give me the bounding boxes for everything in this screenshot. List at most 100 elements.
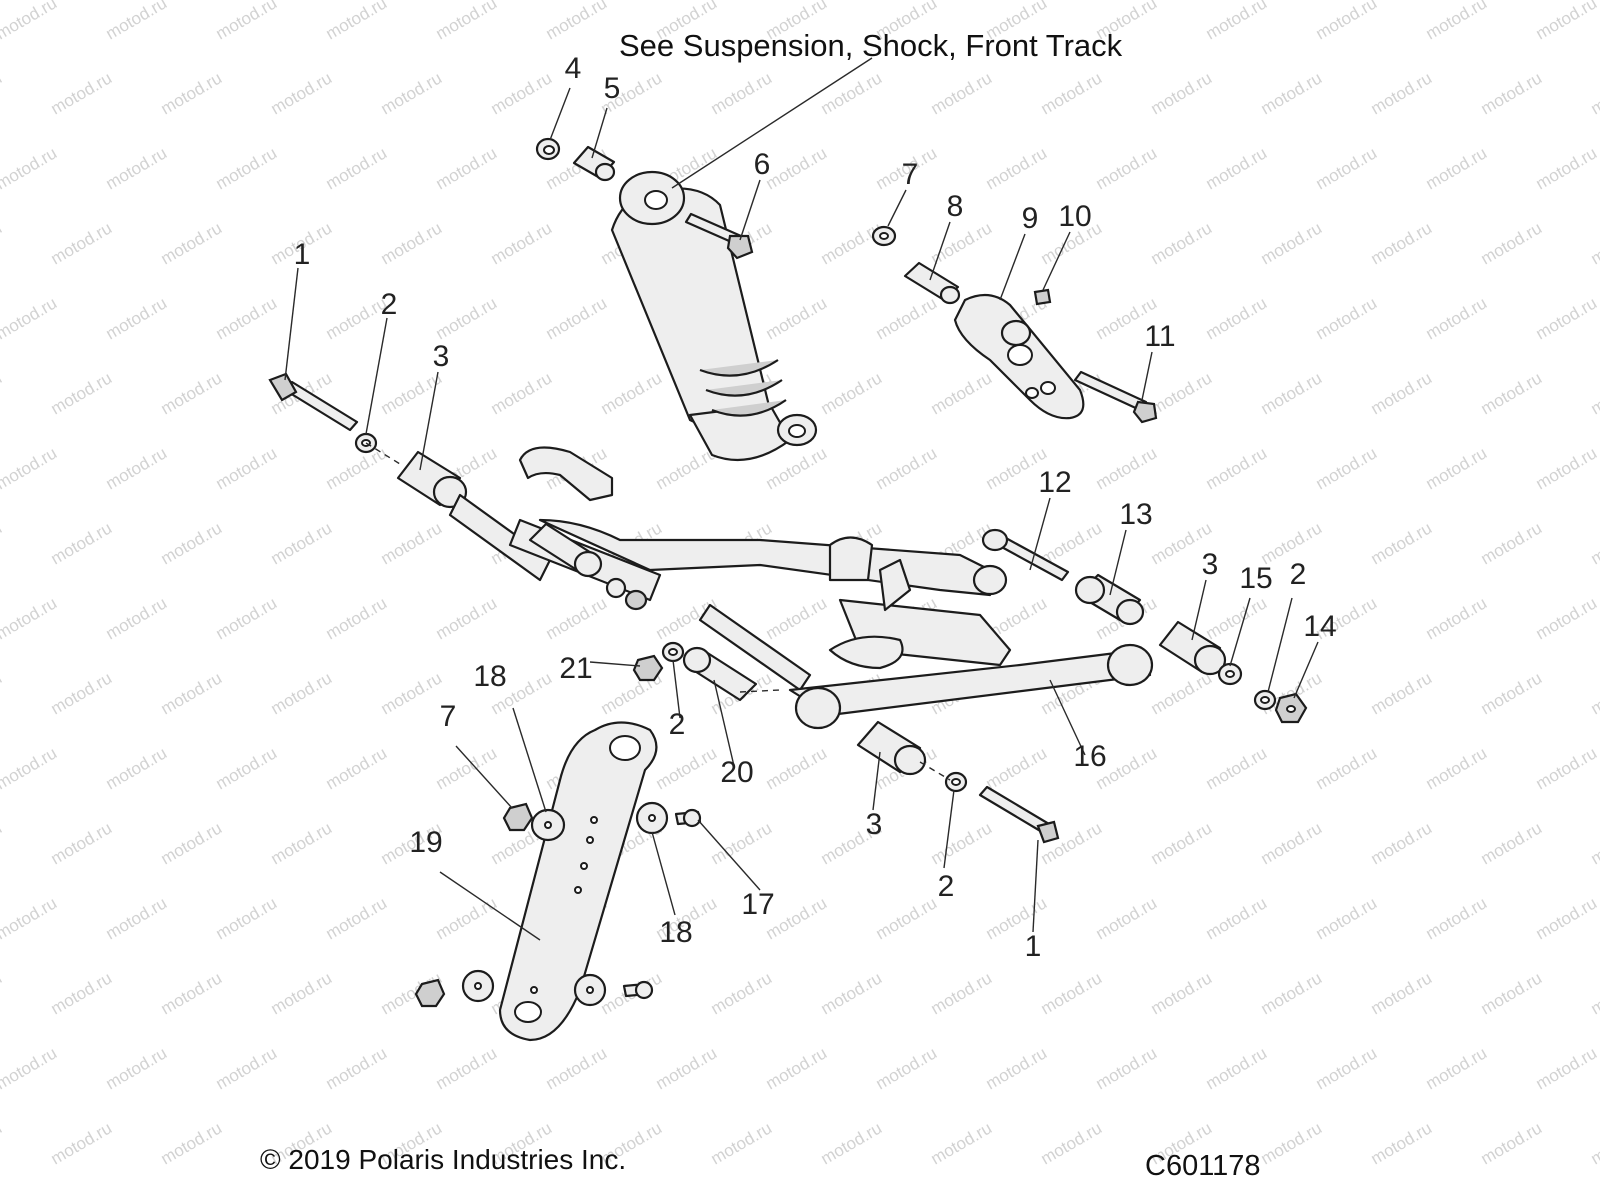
watermark-text: motod.ru	[1148, 818, 1216, 868]
watermark-text: motod.ru	[1478, 68, 1546, 118]
watermark-text: motod.ru	[1368, 968, 1436, 1018]
watermark-text: motod.ru	[1203, 0, 1271, 43]
watermark-text: motod.ru	[213, 593, 281, 643]
watermark-text: motod.ru	[1423, 293, 1491, 343]
watermark-text: motod.ru	[1038, 1118, 1106, 1168]
callout-21: 21	[559, 652, 592, 685]
watermark-text: motod.ru	[0, 743, 60, 793]
watermark-text: motod.ru	[1368, 668, 1436, 718]
sleeve-20	[682, 646, 758, 702]
watermark-text: motod.ru	[1148, 968, 1216, 1018]
watermark-text: motod.ru	[323, 1043, 391, 1093]
bushing-3-lower	[856, 720, 927, 776]
watermark-text: motod.ru	[1423, 443, 1491, 493]
shock-mount-bracket-9	[953, 293, 1085, 420]
callout-18-upper: 18	[473, 660, 506, 693]
watermark-text: motod.ru	[1368, 818, 1436, 868]
watermark-text: motod.ru	[1203, 143, 1271, 193]
watermark-text: motod.ru	[0, 518, 5, 568]
watermark-text: motod.ru	[488, 368, 556, 418]
callout-16: 16	[1073, 740, 1106, 773]
pivot-bolt-1-lower	[978, 785, 1060, 844]
callout-19: 19	[409, 826, 442, 859]
callout-14: 14	[1303, 610, 1336, 643]
watermark-text: motod.ru	[0, 1118, 5, 1168]
watermark-text: motod.ru	[1588, 68, 1600, 118]
watermark-text: motod.ru	[213, 893, 281, 943]
watermark-text: motod.ru	[1478, 668, 1546, 718]
shock-spacer-5	[572, 145, 616, 182]
watermark-text: motod.ru	[433, 143, 501, 193]
watermark-text: motod.ru	[158, 968, 226, 1018]
link-washer-18-upper-right	[635, 801, 669, 835]
watermark-text: motod.ru	[763, 143, 831, 193]
watermark-text: motod.ru	[1533, 893, 1600, 943]
callout-4: 4	[565, 52, 582, 85]
watermark-text: motod.ru	[763, 293, 831, 343]
watermark-text: motod.ru	[818, 68, 886, 118]
assembly-axes	[365, 442, 951, 781]
callout-2-lower-left: 2	[669, 708, 686, 741]
watermark-text: motod.ru	[268, 518, 336, 568]
callout-18-lower: 18	[659, 916, 692, 949]
link-nut-7-upper	[502, 802, 534, 832]
watermark-text: motod.ru	[0, 968, 5, 1018]
watermark-text: motod.ru	[48, 218, 116, 268]
bushing-3-right	[1158, 620, 1227, 676]
watermark-text: motod.ru	[158, 518, 226, 568]
watermark-text: motod.ru	[0, 368, 5, 418]
watermark-text: motod.ru	[1368, 368, 1436, 418]
watermark-text: motod.ru	[1368, 218, 1436, 268]
watermark-text: motod.ru	[0, 443, 60, 493]
watermark-text: motod.ru	[1478, 218, 1546, 268]
watermark-text: motod.ru	[0, 818, 5, 868]
watermark-text: motod.ru	[433, 1043, 501, 1093]
bracket-spacer-8	[903, 261, 961, 305]
watermark-text: motod.ru	[1588, 1118, 1600, 1168]
inner-spacer-left	[528, 522, 648, 611]
watermark-text: motod.ru	[213, 443, 281, 493]
watermark-text: motod.ru	[103, 443, 171, 493]
watermark-text: motod.ru	[433, 743, 501, 793]
watermark-text: motod.ru	[0, 668, 5, 718]
callout-2-right: 2	[1290, 558, 1307, 591]
watermark-text: motod.ru	[213, 0, 281, 43]
watermark-text: motod.ru	[708, 68, 776, 118]
callout-2-upper: 2	[381, 288, 398, 321]
watermark-text: motod.ru	[1588, 668, 1600, 718]
watermark-text: motod.ru	[158, 818, 226, 868]
watermark-text: motod.ru	[1093, 443, 1161, 493]
suspension-arm-16	[448, 446, 1154, 730]
watermark-text: motod.ru	[213, 1043, 281, 1093]
watermark-text: motod.ru	[0, 0, 60, 43]
callout-1-lower: 1	[1025, 930, 1042, 963]
shock-bolt-6	[684, 212, 754, 260]
watermark-text: motod.ru	[763, 1043, 831, 1093]
nut-21	[632, 654, 664, 682]
watermark-text: motod.ru	[708, 818, 776, 868]
diagram-code: C601178	[1145, 1150, 1261, 1182]
washer-2-right	[1253, 689, 1277, 711]
watermark-text: motod.ru	[1093, 893, 1161, 943]
link-arm-19	[498, 721, 658, 1042]
watermark-text: motod.ru	[0, 293, 60, 343]
watermark-text: motod.ru	[1203, 1043, 1271, 1093]
watermark-text: motod.ru	[708, 1118, 776, 1168]
washer-15	[1217, 662, 1243, 686]
watermark-text: motod.ru	[433, 0, 501, 43]
watermark-text: motod.ru	[1423, 143, 1491, 193]
watermark-text: motod.ru	[433, 293, 501, 343]
watermark-text: motod.ru	[48, 668, 116, 718]
watermark-text: motod.ru	[1203, 893, 1271, 943]
watermark-text: motod.ru	[1423, 1043, 1491, 1093]
watermark-text: motod.ru	[323, 593, 391, 643]
nut-14	[1274, 692, 1308, 724]
watermark-text: motod.ru	[1258, 68, 1326, 118]
watermark-text: motod.ru	[48, 368, 116, 418]
watermark-text: motod.ru	[1533, 593, 1600, 643]
watermark-text: motod.ru	[323, 893, 391, 943]
watermark-text: motod.ru	[1423, 893, 1491, 943]
watermark-text: motod.ru	[213, 293, 281, 343]
watermark-text: motod.ru	[1258, 218, 1326, 268]
